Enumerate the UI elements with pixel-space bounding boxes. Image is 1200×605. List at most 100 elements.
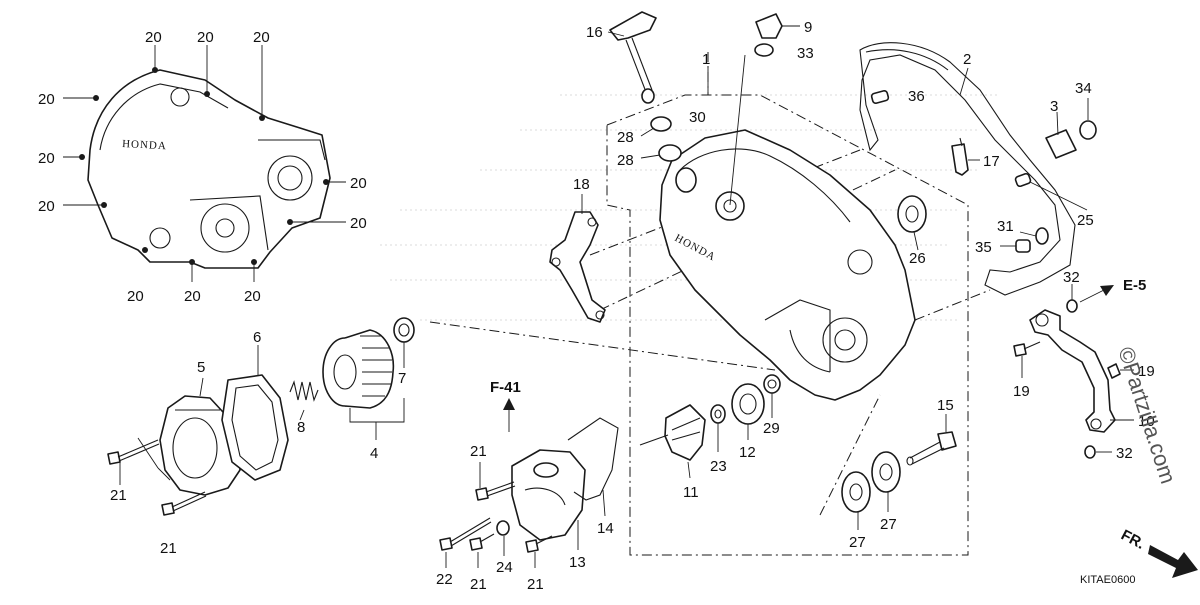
- callout-3: 3: [1050, 98, 1058, 115]
- leaders-pipe: [1021, 284, 1134, 453]
- bolts-21-left: [107, 439, 207, 516]
- fr-label: FR.: [1118, 527, 1147, 553]
- callout-21: 21: [160, 540, 177, 557]
- leaders-impeller: [687, 393, 773, 479]
- plug-25: [1014, 172, 1032, 188]
- callout-33: 33: [797, 45, 814, 62]
- callout-21: 21: [470, 443, 487, 460]
- oring-31-35: [1015, 227, 1049, 253]
- callout-20: 20: [197, 29, 214, 46]
- callout-14: 14: [597, 520, 614, 537]
- callout-20: 20: [38, 91, 55, 108]
- callout-20: 20: [127, 288, 144, 305]
- impeller-11: [639, 404, 706, 461]
- callout-16: 16: [586, 24, 603, 41]
- callout-26: 26: [909, 250, 926, 267]
- callout-27: 27: [849, 534, 866, 551]
- callout-20: 20: [184, 288, 201, 305]
- bearings-27: [841, 451, 901, 513]
- callout-28: 28: [617, 152, 634, 169]
- callout-2: 2: [963, 51, 971, 68]
- callout-10: 10: [1138, 413, 1155, 430]
- water-pump-cover: [511, 449, 586, 541]
- ref-e5: E-5: [1123, 277, 1146, 294]
- leaders-right: [913, 67, 1089, 251]
- bolt-15: [906, 431, 957, 466]
- o-ring-7: [393, 317, 415, 343]
- ref-f41-arrow: [503, 398, 515, 410]
- callout-36: 36: [908, 88, 925, 105]
- callout-29: 29: [763, 420, 780, 437]
- callout-18: 18: [573, 176, 590, 193]
- leaders-filter: [119, 342, 405, 485]
- bracket-18: [549, 211, 606, 323]
- callout-20: 20: [244, 288, 261, 305]
- callout-32: 32: [1063, 269, 1080, 286]
- bolts-pump: [439, 481, 553, 553]
- callout-31: 31: [997, 218, 1014, 235]
- collar-3: [1045, 120, 1097, 159]
- seals-28: [650, 116, 682, 162]
- oring-29: [763, 374, 781, 394]
- front-direction-arrow: FR.: [1118, 527, 1198, 578]
- right-crankcase-cover-view: HONDA: [87, 69, 331, 269]
- leaders-15-27: [857, 414, 947, 530]
- callout-7: 7: [398, 370, 406, 387]
- callout-27: 27: [880, 516, 897, 533]
- sensor-17: [951, 137, 969, 176]
- callout-21: 21: [110, 487, 127, 504]
- callout-35: 35: [975, 239, 992, 256]
- callout-19: 19: [1013, 383, 1030, 400]
- callout-8: 8: [297, 419, 305, 436]
- callout-20: 20: [145, 29, 162, 46]
- callout-20: 20: [253, 29, 270, 46]
- seal-12: [731, 383, 765, 425]
- ref-e5-arrow: [1079, 285, 1114, 303]
- cover-gasket: [221, 374, 289, 481]
- cover-gasket-2: [859, 42, 1076, 296]
- callout-19: 19: [1138, 363, 1155, 380]
- callout-24: 24: [496, 559, 513, 576]
- callout-32: 32: [1116, 445, 1133, 462]
- callout-21: 21: [470, 576, 487, 593]
- filler-cap-9: [754, 13, 783, 57]
- cover-brand-text: HONDA: [122, 138, 167, 152]
- oil-pipe-16: [609, 11, 657, 104]
- callout-11: 11: [683, 484, 699, 501]
- bolt-dots-20: [79, 67, 329, 265]
- callout-4: 4: [370, 445, 378, 462]
- dowel-36: [870, 89, 890, 105]
- callout-20: 20: [350, 215, 367, 232]
- washer-23: [710, 404, 726, 424]
- callout-13: 13: [569, 554, 586, 571]
- diagram-code: KITAE0600: [1080, 574, 1135, 586]
- callout-21: 21: [527, 576, 544, 593]
- callout-6: 6: [253, 329, 261, 346]
- callout-22: 22: [436, 571, 453, 588]
- oil-pipe-10: [1029, 309, 1116, 433]
- callout-15: 15: [937, 397, 954, 414]
- leaders-20: [63, 45, 346, 282]
- callout-34: 34: [1075, 80, 1092, 97]
- oil-filter-element: [322, 329, 395, 409]
- bolts-19: [1013, 341, 1121, 379]
- oil-filter-cover: [159, 395, 241, 496]
- callout-20: 20: [38, 198, 55, 215]
- bearing-26: [897, 195, 927, 233]
- leaders-16-28: [607, 31, 661, 159]
- callout-20: 20: [350, 175, 367, 192]
- leaders-pump: [445, 462, 606, 568]
- callout-30: 30: [689, 109, 706, 126]
- crankcase-cover-main: HONDA: [659, 129, 916, 401]
- callout-23: 23: [710, 458, 727, 475]
- spring: [289, 380, 319, 402]
- callout-20: 20: [38, 150, 55, 167]
- callout-12: 12: [739, 444, 756, 461]
- callout-1: 1: [702, 51, 710, 68]
- callout-28: 28: [617, 129, 634, 146]
- leader-1-30: [707, 54, 746, 206]
- callout-9: 9: [804, 19, 812, 36]
- callout-17: 17: [983, 153, 1000, 170]
